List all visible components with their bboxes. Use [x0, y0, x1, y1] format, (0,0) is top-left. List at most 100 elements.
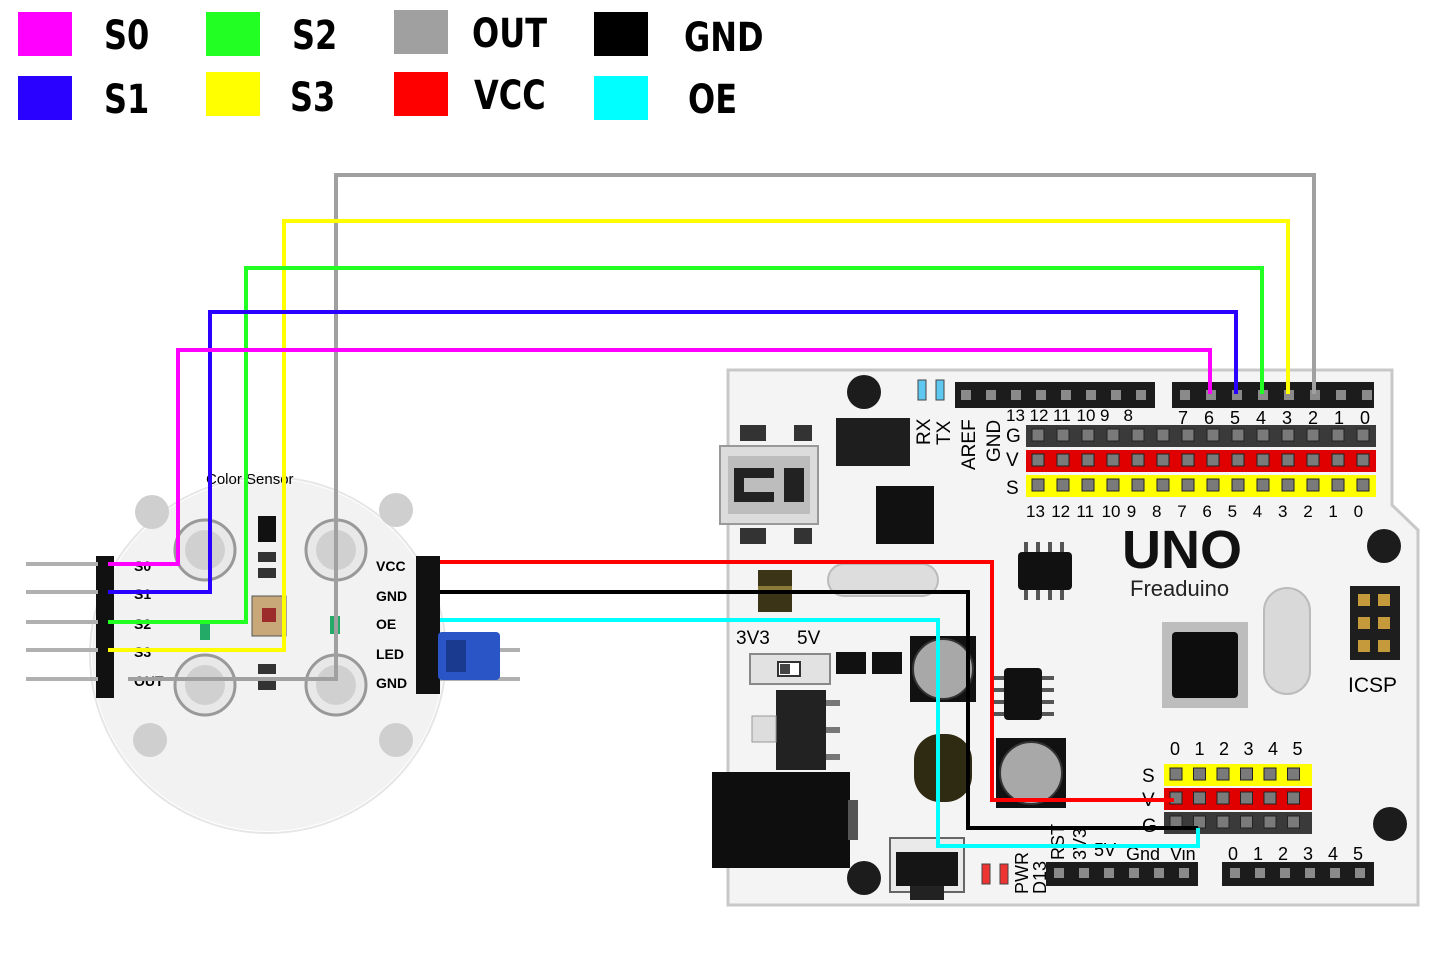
header-pin[interactable]	[1156, 478, 1170, 492]
pin-number-label: 1	[1334, 408, 1344, 428]
header-pin[interactable]	[1136, 390, 1146, 400]
header-pin[interactable]	[1056, 453, 1070, 467]
header-pin[interactable]	[1193, 791, 1206, 805]
header-pin[interactable]	[1287, 815, 1300, 829]
header-pin[interactable]	[986, 390, 996, 400]
header-pin[interactable]	[1206, 390, 1216, 400]
header-pin[interactable]	[26, 648, 98, 652]
header-pin[interactable]	[1331, 478, 1345, 492]
header-pin[interactable]	[26, 590, 98, 594]
header-pin[interactable]	[1031, 428, 1045, 442]
header-pin[interactable]	[1106, 428, 1120, 442]
header-pin[interactable]	[1086, 390, 1096, 400]
header-pin[interactable]	[1263, 767, 1277, 781]
header-pin[interactable]	[1181, 428, 1195, 442]
header-pin[interactable]	[1106, 478, 1120, 492]
header-pin[interactable]	[1206, 428, 1220, 442]
header-pin[interactable]	[1081, 478, 1095, 492]
header-pin[interactable]	[1331, 428, 1345, 442]
header-pin[interactable]	[1306, 478, 1320, 492]
header-pin[interactable]	[1056, 428, 1070, 442]
header-pin[interactable]	[1356, 478, 1370, 492]
header-pin[interactable]	[1231, 453, 1245, 467]
header-pin[interactable]	[1256, 428, 1270, 442]
header-pin[interactable]	[1263, 791, 1277, 805]
header-pin[interactable]	[1156, 428, 1170, 442]
header-pin[interactable]	[26, 562, 98, 566]
header-pin[interactable]	[1106, 453, 1120, 467]
header-pin[interactable]	[1331, 453, 1345, 467]
header-pin[interactable]	[1061, 390, 1071, 400]
header-pin[interactable]	[1079, 868, 1089, 878]
header-pin[interactable]	[1193, 767, 1206, 781]
header-pin[interactable]	[1081, 428, 1095, 442]
header-pin[interactable]	[1216, 767, 1230, 781]
header-pin[interactable]	[1206, 478, 1220, 492]
header-pin[interactable]	[1154, 868, 1164, 878]
header-pin[interactable]	[1011, 390, 1021, 400]
header-pin[interactable]	[26, 677, 98, 681]
header-pin[interactable]	[1111, 390, 1121, 400]
header-pin[interactable]	[1169, 767, 1183, 781]
header-pin[interactable]	[1306, 428, 1320, 442]
header-pin[interactable]	[1280, 868, 1290, 878]
header-pin[interactable]	[1206, 453, 1220, 467]
header-pin[interactable]	[1356, 453, 1370, 467]
header-pin[interactable]	[1231, 428, 1245, 442]
header-pin[interactable]	[1031, 478, 1045, 492]
icsp-pin[interactable]	[1378, 617, 1390, 629]
header-pin[interactable]	[1081, 453, 1095, 467]
header-pin[interactable]	[961, 390, 971, 400]
header-pin[interactable]	[1056, 478, 1070, 492]
header-pin[interactable]	[1180, 390, 1190, 400]
header-pin[interactable]	[1031, 453, 1045, 467]
header-pin[interactable]	[1131, 453, 1145, 467]
header-pin[interactable]	[1305, 868, 1315, 878]
header-pin[interactable]	[1281, 478, 1295, 492]
header-pin[interactable]	[1231, 478, 1245, 492]
header-pin[interactable]	[1330, 868, 1340, 878]
icsp-pin[interactable]	[1358, 594, 1370, 606]
smd-part	[258, 664, 276, 674]
header-pin[interactable]	[26, 620, 98, 624]
led-jumper[interactable]	[438, 632, 500, 680]
header-pin[interactable]	[1156, 453, 1170, 467]
header-pin[interactable]	[1310, 390, 1320, 400]
header-pin[interactable]	[1287, 767, 1300, 781]
header-pin[interactable]	[1181, 478, 1195, 492]
sensor-pin-label: LED	[376, 646, 404, 662]
header-pin[interactable]	[1255, 868, 1265, 878]
header-pin[interactable]	[1281, 428, 1295, 442]
header-pin[interactable]	[1230, 868, 1240, 878]
header-pin[interactable]	[1240, 767, 1253, 781]
header-pin[interactable]	[1232, 390, 1242, 400]
header-pin[interactable]	[1054, 868, 1064, 878]
header-pin[interactable]	[1216, 791, 1230, 805]
header-pin[interactable]	[1355, 868, 1365, 878]
header-pin[interactable]	[1356, 428, 1370, 442]
header-pin[interactable]	[1240, 815, 1253, 829]
header-pin[interactable]	[1258, 390, 1268, 400]
header-pin[interactable]	[1181, 453, 1195, 467]
header-pin[interactable]	[1284, 390, 1294, 400]
header-pin[interactable]	[1362, 390, 1372, 400]
header-pin[interactable]	[1179, 868, 1189, 878]
header-pin[interactable]	[1216, 815, 1230, 829]
header-pin[interactable]	[1131, 428, 1145, 442]
header-pin[interactable]	[1131, 478, 1145, 492]
header-pin[interactable]	[1036, 390, 1046, 400]
icsp-pin[interactable]	[1378, 640, 1390, 652]
header-pin[interactable]	[1336, 390, 1346, 400]
icsp-pin[interactable]	[1358, 640, 1370, 652]
header-pin[interactable]	[1129, 868, 1139, 878]
header-pin[interactable]	[1256, 478, 1270, 492]
header-pin[interactable]	[1287, 791, 1300, 805]
header-pin[interactable]	[1263, 815, 1277, 829]
icsp-pin[interactable]	[1378, 594, 1390, 606]
header-pin[interactable]	[1281, 453, 1295, 467]
header-pin[interactable]	[1306, 453, 1320, 467]
icsp-pin[interactable]	[1358, 617, 1370, 629]
header-pin[interactable]	[1240, 791, 1253, 805]
header-pin[interactable]	[1104, 868, 1114, 878]
header-pin[interactable]	[1256, 453, 1270, 467]
